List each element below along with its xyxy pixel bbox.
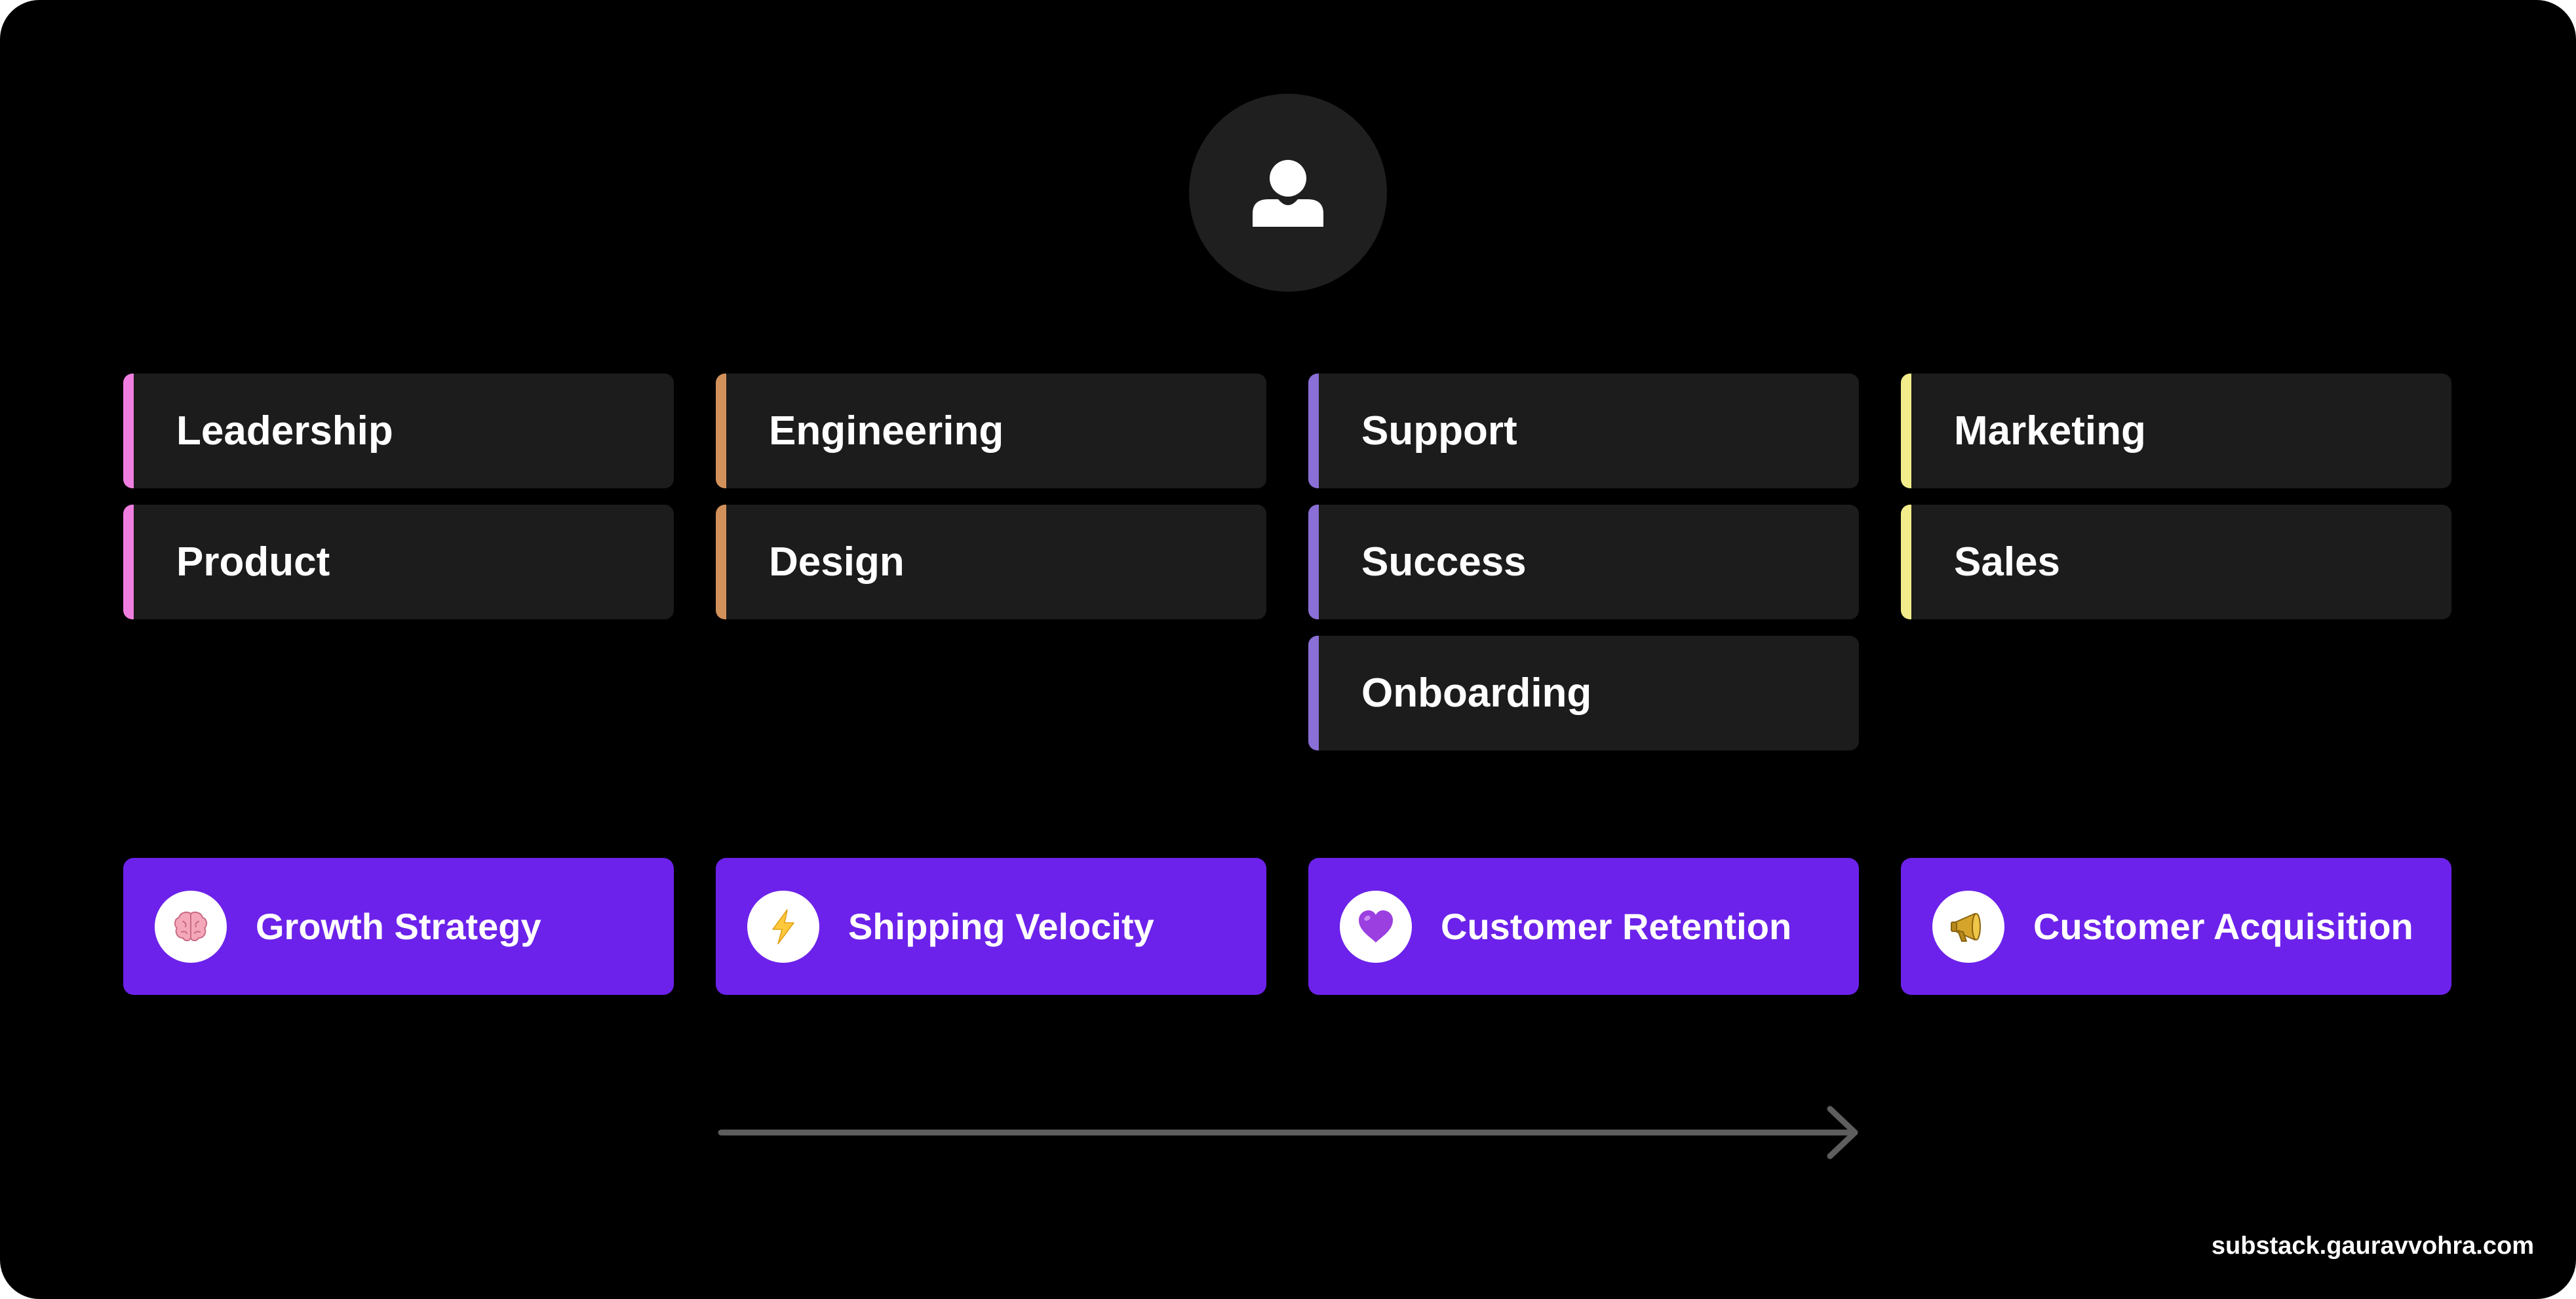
goal-icon-badge <box>1932 891 2004 963</box>
team-label: Onboarding <box>1361 670 1592 716</box>
team-card-marketing: Marketing <box>1901 374 2451 488</box>
person-icon <box>1253 160 1323 227</box>
team-color-bar <box>716 505 726 619</box>
lightning-icon <box>772 909 794 944</box>
team-color-bar <box>1308 374 1319 488</box>
team-label: Marketing <box>1954 408 2146 454</box>
team-card-success: Success <box>1308 505 1859 619</box>
goal-label: Customer Acquisition <box>2033 906 2413 947</box>
goal-icon-badge <box>747 891 819 963</box>
team-label: Support <box>1361 408 1517 454</box>
team-label: Design <box>769 539 905 585</box>
team-card-onboarding: Onboarding <box>1308 636 1859 750</box>
megaphone-icon <box>1951 913 1981 942</box>
goal-card-customer-acquisition: Customer Acquisition <box>1901 858 2451 995</box>
flow-arrow <box>718 1106 1858 1159</box>
source-credit: substack.gauravvohra.com <box>2211 1232 2534 1260</box>
team-color-bar <box>1308 505 1319 619</box>
goal-card-growth-strategy: Growth Strategy <box>123 858 674 995</box>
brain-icon <box>174 912 208 942</box>
team-color-bar <box>123 505 134 619</box>
team-card-leadership: Leadership <box>123 374 674 488</box>
goal-card-customer-retention: Customer Retention <box>1308 858 1859 995</box>
team-color-bar <box>123 374 134 488</box>
team-card-support: Support <box>1308 374 1859 488</box>
team-card-sales: Sales <box>1901 505 2451 619</box>
team-color-bar <box>1901 374 1911 488</box>
goal-label: Growth Strategy <box>256 906 541 947</box>
team-card-product: Product <box>123 505 674 619</box>
goal-card-shipping-velocity: Shipping Velocity <box>716 858 1266 995</box>
team-color-bar <box>716 374 726 488</box>
team-card-design: Design <box>716 505 1266 619</box>
team-color-bar <box>1308 636 1319 750</box>
team-label: Leadership <box>176 408 393 454</box>
goal-label: Shipping Velocity <box>848 906 1154 947</box>
team-label: Success <box>1361 539 1527 585</box>
team-label: Sales <box>1954 539 2061 585</box>
team-card-engineering: Engineering <box>716 374 1266 488</box>
purple-heart-icon <box>1359 910 1393 942</box>
team-color-bar <box>1901 505 1911 619</box>
user-avatar <box>1189 94 1387 292</box>
goal-label: Customer Retention <box>1441 906 1792 947</box>
goal-icon-badge <box>155 891 227 963</box>
team-label: Engineering <box>769 408 1004 454</box>
team-label: Product <box>176 539 330 585</box>
goal-icon-badge <box>1340 891 1412 963</box>
